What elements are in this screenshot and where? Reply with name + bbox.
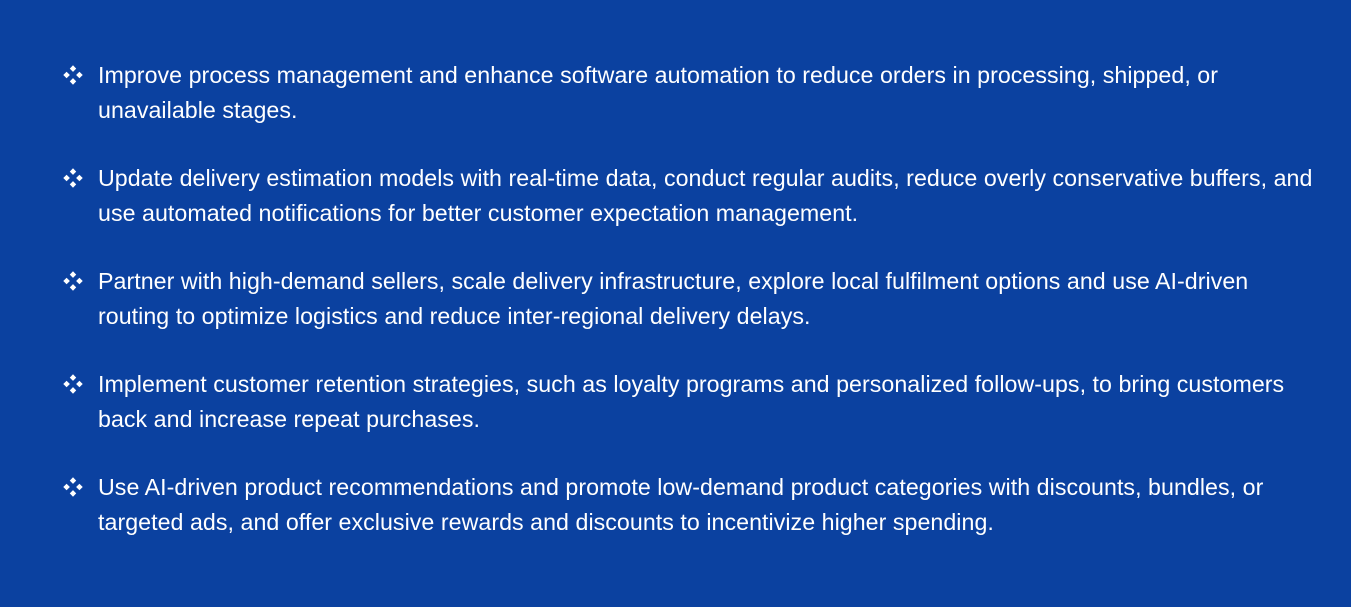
bullet-text: Partner with high-demand sellers, scale …	[98, 268, 1249, 329]
bullet-text: Improve process management and enhance s…	[98, 62, 1219, 123]
bullet-text: Use AI-driven product recommendations an…	[98, 474, 1264, 535]
recommendations-list: Improve process management and enhance s…	[62, 58, 1324, 539]
bullet-text: Implement customer retention strategies,…	[98, 371, 1285, 432]
bullet-item: Implement customer retention strategies,…	[62, 367, 1324, 436]
bullet-text: Update delivery estimation models with r…	[98, 165, 1313, 226]
bullet-item: Improve process management and enhance s…	[62, 58, 1324, 127]
bullet-item: Update delivery estimation models with r…	[62, 161, 1324, 230]
bullet-item: Partner with high-demand sellers, scale …	[62, 264, 1324, 333]
four-diamond-icon	[62, 264, 88, 299]
four-diamond-icon	[62, 161, 88, 196]
four-diamond-icon	[62, 367, 88, 402]
four-diamond-icon	[62, 58, 88, 93]
bullet-item: Use AI-driven product recommendations an…	[62, 470, 1324, 539]
four-diamond-icon	[62, 470, 88, 505]
